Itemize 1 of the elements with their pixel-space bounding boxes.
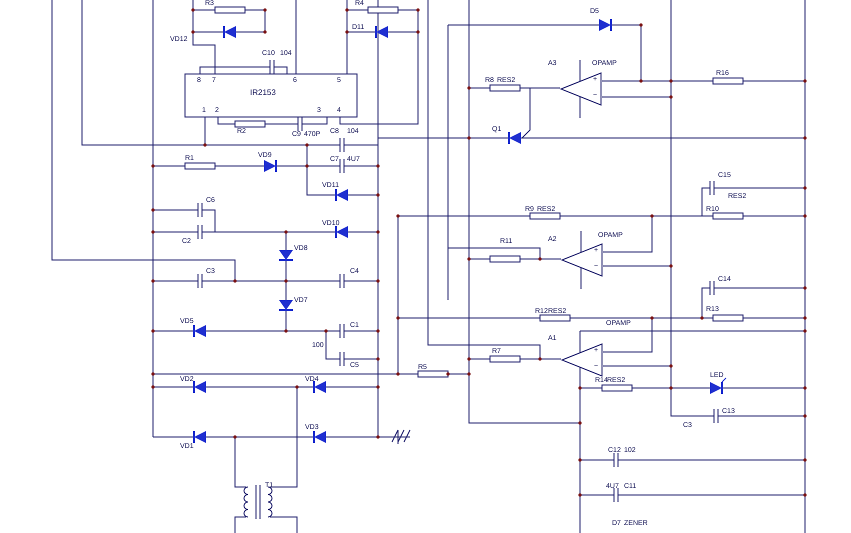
- component-label: IR2153: [250, 89, 276, 97]
